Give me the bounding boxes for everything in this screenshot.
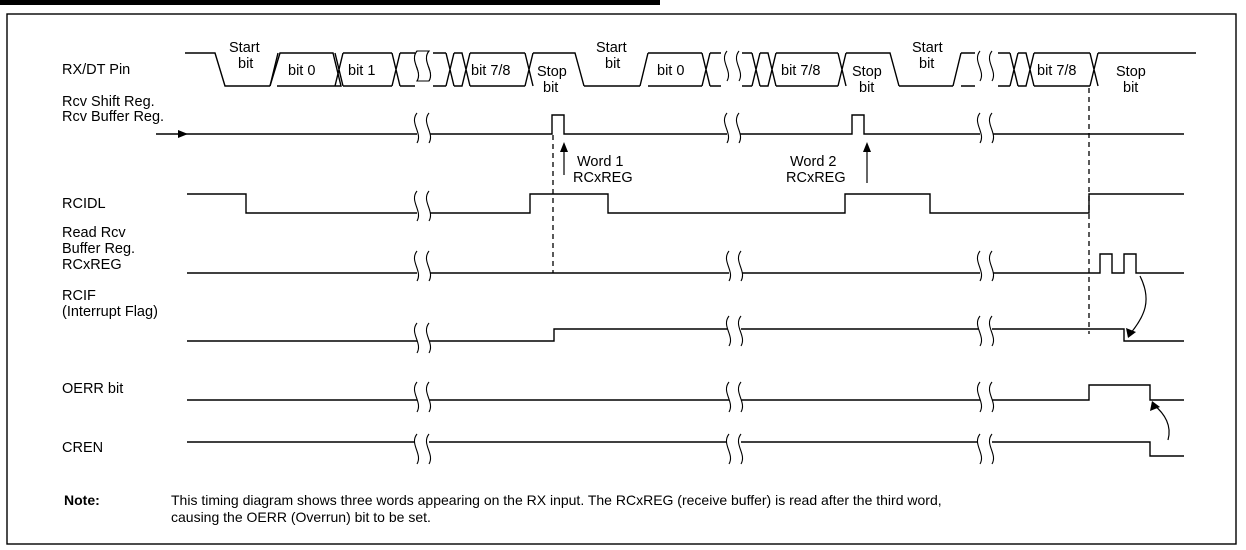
word-annotations — [560, 142, 871, 183]
read-rcxreg-waveform — [187, 253, 1184, 274]
rx-bit78-1: bit 7/8 — [471, 63, 511, 79]
rx-start-bit-3: Start — [912, 40, 943, 56]
note-text-line1: This timing diagram shows three words ap… — [171, 492, 942, 508]
word1-reg: RCxREG — [573, 170, 633, 186]
word2-reg: RCxREG — [786, 170, 846, 186]
rx-stop-bit-3: Stop — [1116, 64, 1146, 80]
rcif-waveform — [187, 328, 1184, 342]
rx-stop-bit-2: Stop — [852, 64, 882, 80]
rcv-buffer-waveform — [156, 114, 1184, 138]
label-rcif: RCIF — [62, 288, 96, 304]
label-cren: CREN — [62, 440, 103, 456]
rx-bit0-1: bit 0 — [288, 63, 315, 79]
label-oerr: OERR bit — [62, 381, 123, 397]
label-read-rcv: Read Rcv — [62, 225, 126, 241]
cren-waveform — [187, 441, 1184, 457]
rx-stop-bit-1b: bit — [543, 80, 558, 96]
rcidl-waveform — [187, 193, 1184, 214]
rx-start-bit-2b: bit — [605, 56, 620, 72]
rx-pin-waveform — [185, 52, 1196, 87]
label-rx-pin: RX/DT Pin — [62, 62, 130, 78]
rx-stop-bit-3b: bit — [1123, 80, 1138, 96]
note-label: Note: — [64, 492, 100, 508]
title-remnant — [0, 0, 660, 5]
rx-bit78-2: bit 7/8 — [781, 63, 821, 79]
rx-stop-bit-1: Stop — [537, 64, 567, 80]
rx-start-bit-2: Start — [596, 40, 627, 56]
word2-label: Word 2 — [790, 154, 836, 170]
rx-stop-bit-2b: bit — [859, 80, 874, 96]
label-rcv-shift: Rcv Shift Reg. — [62, 94, 155, 110]
rx-bit1-1: bit 1 — [348, 63, 375, 79]
label-rcxreg: RCxREG — [62, 257, 122, 273]
curved-arrows — [1126, 275, 1170, 441]
rx-bit0-2: bit 0 — [657, 63, 684, 79]
rx-start-bit-3b: bit — [919, 56, 934, 72]
label-interrupt-flag: (Interrupt Flag) — [62, 304, 158, 320]
rx-bit78-3: bit 7/8 — [1037, 63, 1077, 79]
note-text-line2: causing the OERR (Overrun) bit to be set… — [171, 509, 431, 525]
diagram-frame — [6, 13, 1237, 545]
rx-start-bit-1b: bit — [238, 56, 253, 72]
oerr-waveform — [187, 384, 1184, 401]
dashed-lines — [552, 88, 1090, 334]
break-marks — [413, 50, 994, 465]
label-rcv-buffer: Rcv Buffer Reg. — [62, 109, 164, 125]
label-buffer-reg: Buffer Reg. — [62, 241, 135, 257]
label-rcidl: RCIDL — [62, 196, 106, 212]
word1-label: Word 1 — [577, 154, 623, 170]
rx-start-bit-1: Start — [229, 40, 260, 56]
